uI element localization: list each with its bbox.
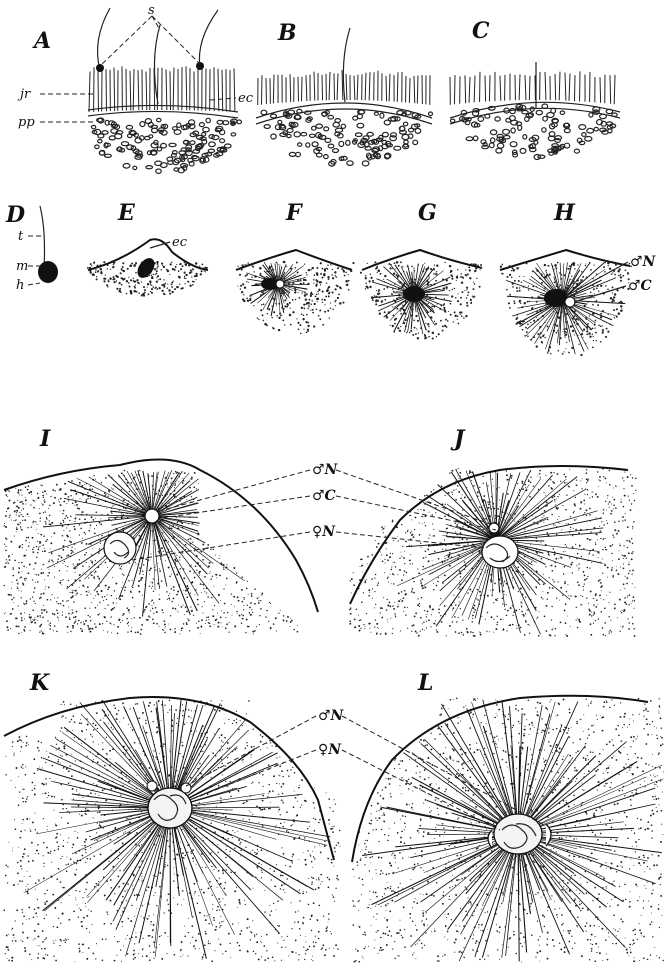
panel-a-yolk-granules [92, 118, 242, 173]
panel-k-label: K [29, 670, 50, 696]
panel-e: E ec [87, 200, 208, 297]
panel-f-centrosome [276, 280, 284, 288]
panel-h-aster [506, 262, 625, 354]
panel-k-cytoplasm [3, 700, 340, 962]
panel-d-sperm-head [38, 261, 58, 283]
panel-c-ectoderm-layer [450, 71, 615, 104]
panel-f: F [236, 200, 355, 334]
panel-h-male-centrosome [565, 297, 575, 307]
label-ec-e: ec [172, 235, 188, 250]
panel-d-sperm-tail [40, 206, 45, 268]
label-female-n-ij: ♀N [312, 524, 336, 540]
panel-a-label: A [32, 28, 51, 54]
label-h: h [16, 278, 24, 293]
label-female-n-kl: ♀N [318, 742, 342, 758]
panel-g-nucleus [403, 286, 425, 302]
panel-c-label: C [472, 18, 490, 44]
label-t: t [18, 229, 24, 244]
panel-a-sperm-head-right [196, 62, 204, 70]
label-ec-a: ec [238, 91, 254, 106]
panel-a-sperm-tail-right [199, 10, 218, 68]
panel-e-sperm-head [134, 255, 158, 281]
panel-j: J [349, 426, 636, 637]
panel-b-label: B [277, 20, 297, 46]
panel-d: D t m h [5, 202, 58, 293]
panel-a-sperm-head-left [96, 64, 104, 72]
panel-l: L [352, 670, 664, 963]
label-male-n-ij: ♂N [312, 462, 339, 478]
panel-i-female-nucleus [104, 532, 136, 564]
panel-j-label: J [450, 426, 466, 452]
panel-i: I [4, 426, 318, 635]
panel-k-fused-nucleus [148, 788, 192, 828]
panel-l-label: L [417, 670, 433, 696]
panel-a: A s jr pp ec [17, 3, 254, 173]
panel-i-aster [44, 470, 245, 616]
panel-d-label: D [5, 202, 25, 228]
panel-f-label: F [285, 200, 303, 226]
panel-g-label: G [418, 200, 437, 226]
label-male-n-h: ♂N [630, 254, 657, 270]
panel-h-surface [500, 250, 630, 270]
panel-j-male-nucleus [489, 523, 499, 533]
label-male-c-ij: ♂C [312, 488, 336, 504]
panel-h-label: H [553, 200, 576, 226]
panel-f-cytoplasm [237, 261, 354, 334]
label-male-c-h: ♂C [628, 278, 652, 294]
label-pp: pp [18, 115, 35, 130]
label-jr: jr [17, 87, 31, 102]
panel-a-sperm-tail-left [98, 8, 110, 70]
panel-h: H ♂N ♂C [500, 200, 657, 356]
panel-c: C [450, 18, 620, 160]
label-m: m [16, 259, 28, 274]
panel-f-aster [246, 262, 308, 317]
panel-g: G [360, 200, 482, 340]
panel-j-female-nucleus [482, 536, 518, 568]
panel-k-surface [4, 697, 334, 860]
label-male-n-kl: ♂N [318, 708, 345, 724]
panel-e-label: E [117, 200, 136, 226]
panel-k-centrosome-left [147, 781, 157, 791]
panel-i-label: I [39, 426, 51, 452]
panel-i-male-nucleus [145, 509, 159, 523]
label-s: s [148, 3, 155, 18]
panel-h-male-nucleus [544, 289, 568, 307]
panel-k-centrosome-right [181, 783, 191, 793]
panel-k: K [3, 670, 340, 962]
panel-i-cytoplasm [4, 470, 299, 635]
panel-b-yolk-granules [261, 109, 433, 166]
panel-b: B [256, 20, 433, 166]
